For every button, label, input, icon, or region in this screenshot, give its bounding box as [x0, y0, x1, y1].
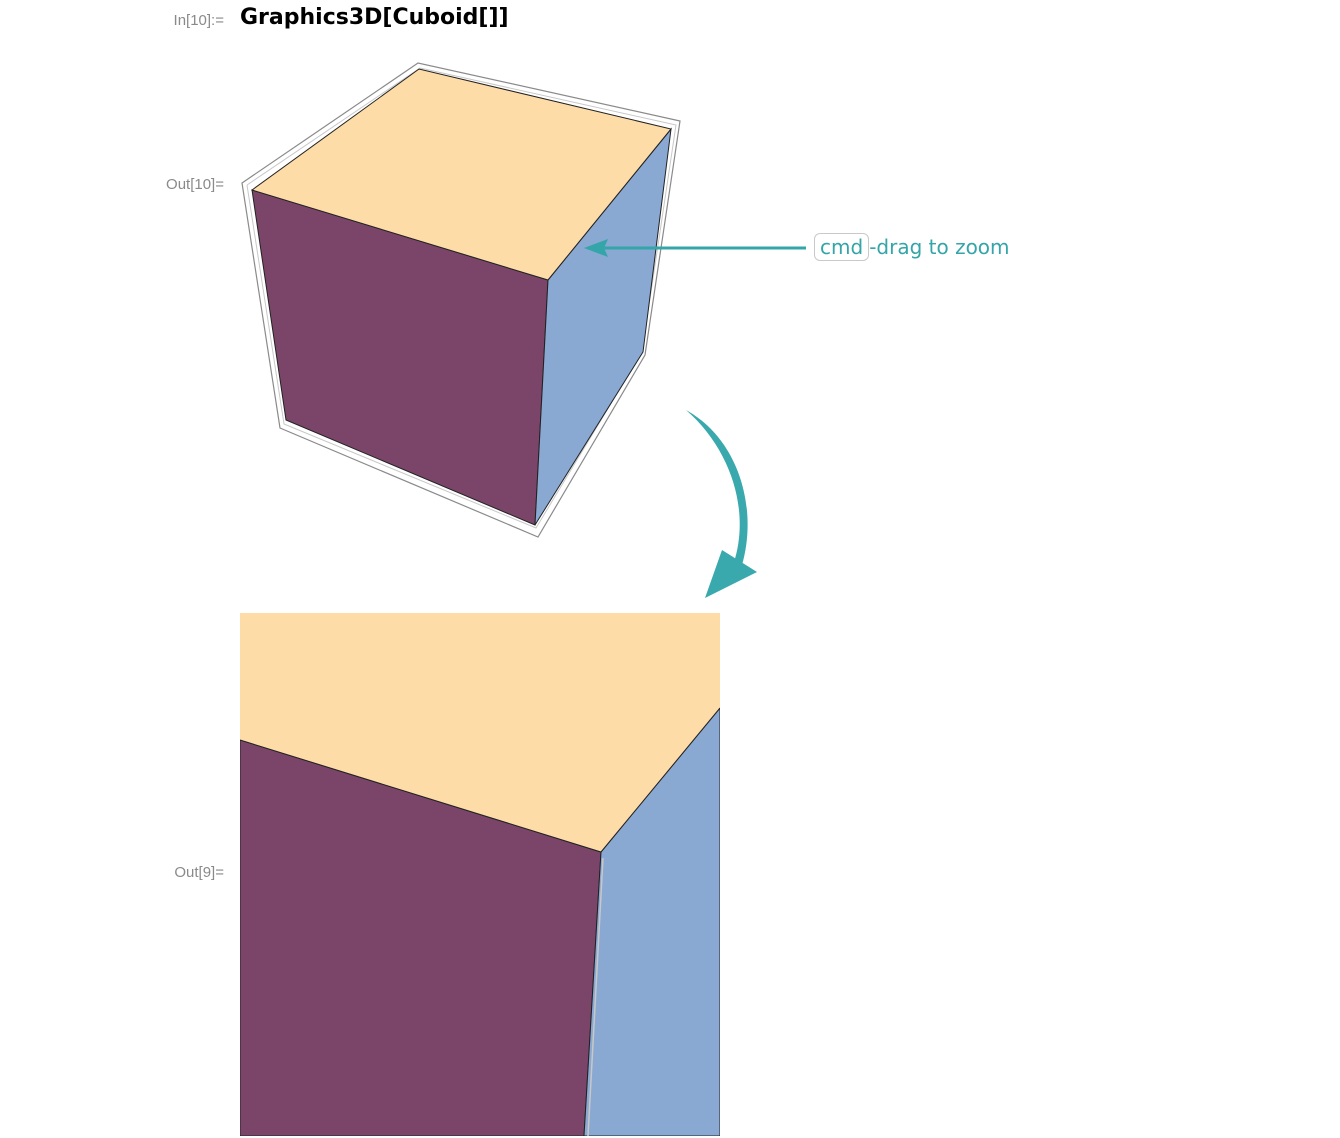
- cmd-key-badge: cmd: [814, 233, 870, 261]
- zoom-hint-annotation: cmd -drag to zoom: [814, 233, 1010, 261]
- bounding-box-outline: [241, 62, 681, 538]
- straight-arrow-icon: [584, 239, 806, 257]
- cube-top-face: [240, 613, 720, 852]
- input-cell-label: In[10]:=: [173, 12, 224, 29]
- input-cell-code[interactable]: Graphics3D[Cuboid[]]: [240, 5, 509, 30]
- output-cell-label-9: Out[9]=: [174, 864, 224, 881]
- graphics3d-cube-output[interactable]: [240, 58, 686, 542]
- zoom-hint-text: -drag to zoom: [869, 235, 1010, 259]
- cube-top-face: [250, 68, 672, 281]
- graphics3d-zoomed-cube-output[interactable]: [240, 613, 720, 1136]
- output-cell-label-10: Out[10]=: [166, 176, 224, 193]
- curved-arrow-icon: [686, 410, 757, 598]
